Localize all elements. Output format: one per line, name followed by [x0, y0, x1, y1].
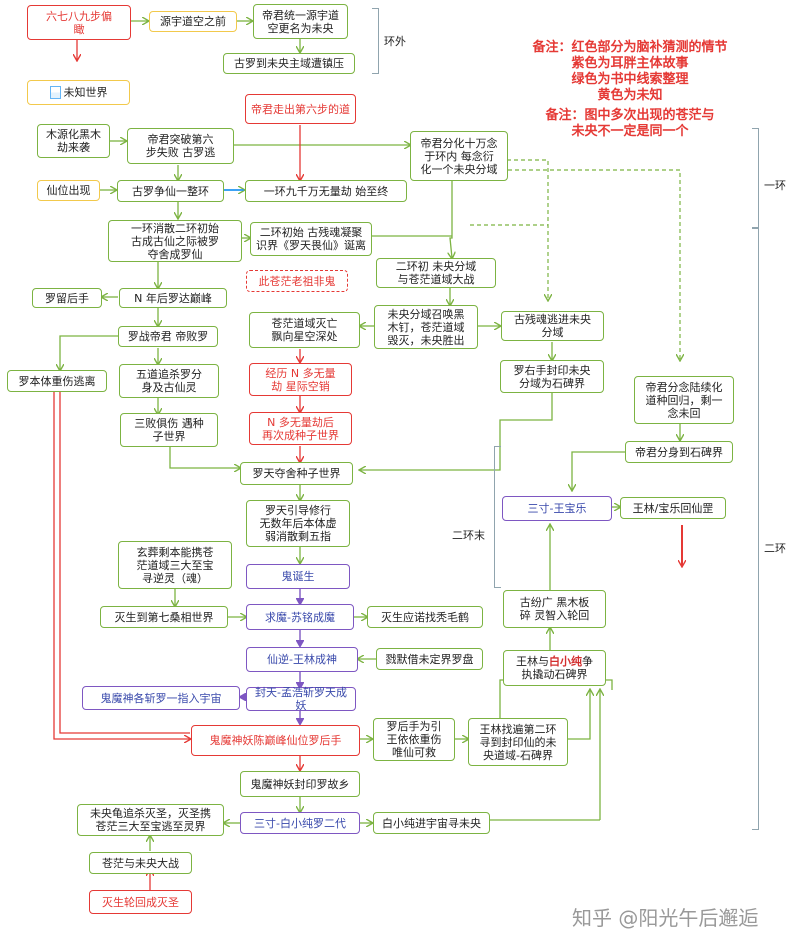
note-line5: 备注：图中多次出现的苍茫与 — [545, 108, 715, 123]
node-sancun-bai: 三寸-白小纯罗二代 — [240, 812, 360, 834]
node-dijun-tongyi: 帝君统一源宇道 空更名为未央 — [253, 4, 348, 39]
label-yihuan: 一环 — [764, 179, 786, 192]
node-cangmang-da: 苍茫与未央大战 — [89, 852, 192, 874]
node-guluo-zhen: 古罗到未央主域遭镇压 — [223, 53, 355, 74]
node-wanglin-bao: 王林/宝乐回仙罡 — [620, 497, 726, 519]
node-dijun-fenhua2: 帝君分念陆续化 道种回归，剩一 念未回 — [634, 376, 734, 424]
node-yuanyu: 源宇道空之前 — [149, 11, 237, 32]
node-guimo-zhan: 鬼魔神各斩罗一指入宇宙 — [82, 686, 240, 710]
node-weiyang-zhaohuan: 未央分域召唤黑 木钉，苍茫道域 毁灭，未央胜出 — [374, 305, 478, 349]
wanglin-yu-label: 王林与 — [516, 655, 549, 668]
note-line2: 紫色为耳胖主体故事 — [571, 56, 689, 71]
bracket-erhuan — [752, 228, 759, 830]
node-guluo-zhengxian: 古罗争仙一整环 — [117, 180, 224, 202]
node-yihuan-jiuqian: 一环九千万无量劫 始至终 — [245, 180, 407, 202]
node-yihuan-xiaosan: 一环消散二环初始 古成古仙之际被罗 夺舍成罗仙 — [108, 220, 242, 262]
node-guimo-feng: 鬼魔神妖封印罗故乡 — [240, 771, 360, 797]
note-line6: 未央不一定是同一个 — [571, 124, 689, 139]
node-zhanmo: 戮默借未定界罗盘 — [376, 648, 483, 670]
bai-xiao-highlight: 白小纯 — [549, 655, 582, 668]
node-miesheng-lun: 灭生轮回成灭圣 — [89, 890, 192, 914]
note-line4: 黄色为未知 — [597, 88, 663, 103]
node-miesheng-ying: 灭生应诺找秃毛鹤 — [367, 606, 483, 628]
node-weiyang-gui: 未央龟追杀灭圣，灭圣携 苍茫三大至宝逃至灵界 — [77, 804, 224, 836]
node-nduo-wuliang: N 多无量劫后 再次成种子世界 — [249, 412, 352, 445]
node-weizhi-label: 未知世界 — [63, 86, 108, 99]
label-erhuanmo: 二环末 — [452, 529, 485, 542]
note-line3: 绿色为书中线索整理 — [571, 72, 689, 87]
node-wudao: 五道追杀罗分 身及古仙灵 — [119, 364, 219, 398]
node-erhuan-weiyang: 二环初 未央分域 与苍茫道域大战 — [376, 258, 496, 288]
label-huanwai: 环外 — [384, 35, 406, 48]
bracket-yihuan — [752, 128, 759, 228]
node-xianwei: 仙位出现 — [37, 180, 100, 201]
node-wanglin-zhao: 王林找遍第二环 寻到封印仙的未 央道域-石碑界 — [468, 718, 568, 766]
node-sanbai: 三败俱伤 遇种 子世界 — [120, 413, 218, 447]
node-dijun-fenshen: 帝君分身到石碑界 — [625, 441, 733, 463]
node-wanglin-yu-text: 王林与白小纯争 执撬动石碑界 — [516, 655, 593, 681]
node-nnianhou: N 年后罗达巅峰 — [119, 288, 227, 308]
document-icon — [49, 86, 61, 99]
node-fengtian: 封天-孟浩斩罗天成妖 — [246, 686, 356, 712]
node-gucan-taojin: 古残魂逃进未央 分域 — [501, 311, 604, 341]
node-luoliu: 罗留后手 — [32, 288, 102, 308]
node-miesheng-dao: 灭生到第七桑相世界 — [100, 606, 228, 628]
node-gufu: 古纷广 黑木板 碎 灵智入轮回 — [503, 590, 606, 628]
node-cangmang-miewang: 苍茫道域灭亡 飘向星空深处 — [249, 312, 360, 348]
note-line1: 备注：红色部分为脑补猜测的情节 — [532, 40, 728, 55]
node-wanglin-yu: 王林与白小纯争 执撬动石碑界 — [503, 650, 606, 686]
watermark: 知乎 @阳光午后邂逅 — [572, 906, 759, 930]
node-xuanzang: 玄葬剩本能携苍 茫道域三大至宝 寻逆灵（魂） — [118, 541, 232, 589]
node-luohou-wei: 罗后手为引 王依依重伤 唯仙可救 — [373, 718, 455, 761]
label-erhuan: 二环 — [764, 542, 786, 555]
node-luoyou-fengyin: 罗右手封印未央 分域为石碑界 — [500, 360, 604, 393]
node-title: 六七八九步偏 瞰 — [27, 5, 131, 40]
node-xianni: 仙逆-王林成神 — [246, 647, 358, 672]
node-dijun-tupo: 帝君突破第六 步失败 古罗逃 — [127, 128, 234, 164]
node-mu-yuan: 木源化黑木 劫来袭 — [37, 124, 110, 158]
node-luotian-yindao: 罗天引导修行 无数年后本体虚 弱消散剩五指 — [246, 500, 350, 547]
node-guimo-bei: 鬼魔神妖陈巅峰仙位罗后手 — [191, 725, 360, 756]
node-qiumo: 求魔-苏铭成魔 — [246, 604, 354, 630]
bracket-erhuanmo — [494, 446, 501, 588]
node-sancun-wang: 三寸-王宝乐 — [502, 496, 612, 521]
node-jingli-n: 经历 N 多无量 劫 星际空销 — [249, 363, 352, 396]
node-luobenti: 罗本体重伤逃离 — [7, 370, 107, 392]
node-dijun-fenhua: 帝君分化十万念 于环内 每念衍 化一个未央分域 — [410, 131, 508, 181]
node-weizhi: 未知世界 — [27, 80, 130, 105]
node-erhuan-guchan: 二环初始 古残魂凝聚 识界《罗天畏仙》诞离 — [250, 222, 372, 256]
node-luotian-duo: 罗天夺舍种子世界 — [240, 462, 353, 485]
node-ciciang: 此苍茫老祖非鬼 — [246, 270, 348, 292]
node-luozhan: 罗战帝君 帝败罗 — [118, 326, 218, 347]
bracket-huanwai — [372, 8, 379, 74]
node-bai-jin: 白小纯进宇宙寻未央 — [373, 812, 490, 834]
zheng-label: 争 执撬动石碑界 — [521, 655, 594, 681]
node-guisheng: 鬼诞生 — [246, 564, 350, 589]
node-dijun-zouchu: 帝君走出第六步的道 — [245, 94, 356, 124]
